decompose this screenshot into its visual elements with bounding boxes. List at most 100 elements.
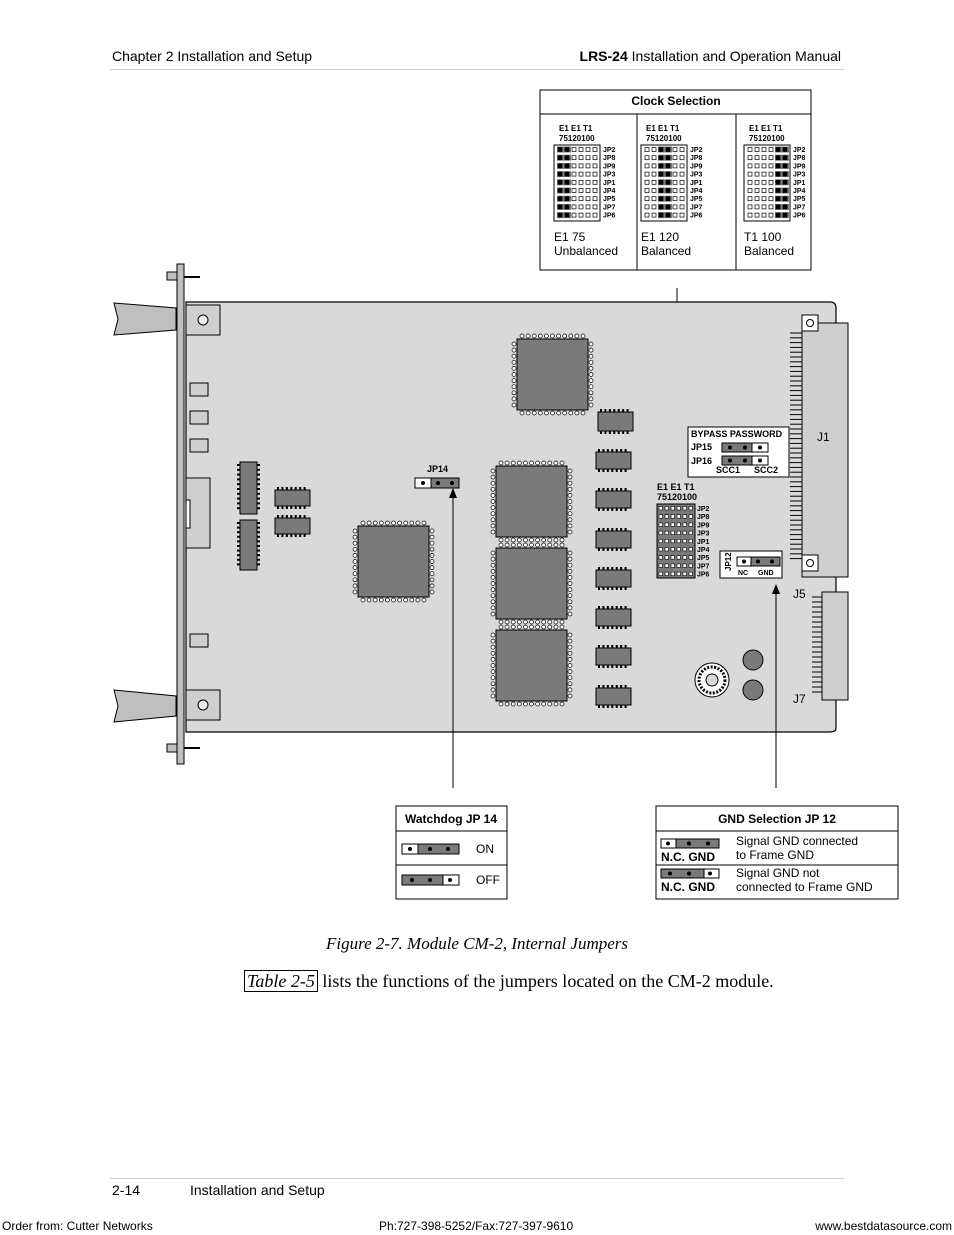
j1-label: J1 (817, 430, 830, 444)
jumper-label: JP9 (793, 163, 806, 170)
board-jumper-label: JP1 (697, 539, 710, 546)
jumper-label: JP3 (690, 172, 703, 179)
clock-panel-3: E1 E1 T175120100JP2JP8JP9JP3JP1JP4JP5JP7… (743, 124, 806, 258)
j5-label: J5 (793, 587, 806, 601)
watchdog-box: Watchdog JP 14 ON OFF (395, 805, 508, 900)
table-2-5-link[interactable]: Table 2-5 (244, 970, 318, 992)
jumper-label: JP5 (793, 196, 806, 203)
jumper-label: JP4 (603, 188, 616, 195)
clock-selection-title: Clock Selection (631, 94, 720, 108)
jumper-label: JP5 (603, 196, 616, 203)
dip-chip-2 (237, 519, 260, 571)
gnd-title: GND Selection JP 12 (718, 812, 836, 826)
jumper-label: JP7 (793, 204, 806, 211)
panel-header-top: E1 E1 T1 (749, 124, 783, 133)
gnd-row1-line1: Signal GND connected (736, 834, 858, 848)
board-block-header-top: E1 E1 T1 (657, 482, 695, 492)
clock-panel-1: E1 E1 T175120100JP2JP8JP9JP3JP1JP4JP5JP7… (553, 124, 618, 258)
plcc-chip-mid3 (490, 624, 573, 707)
jumper-label: JP4 (690, 188, 703, 195)
manual-title: LRS-24 Installation and Operation Manual (580, 48, 841, 64)
jumper-label: JP9 (690, 163, 703, 170)
jumper-label: JP1 (603, 180, 616, 187)
jumper-label: JP5 (690, 196, 703, 203)
footer-rule (110, 1178, 844, 1179)
manual-title-bold: LRS-24 (579, 48, 628, 64)
jumper-label: JP6 (603, 213, 616, 220)
page-number: 2-14 (112, 1182, 141, 1198)
jumper-label: JP8 (690, 155, 703, 162)
soic-chip (597, 409, 634, 434)
plcc-chip-top (511, 333, 594, 416)
jumper-label: JP9 (603, 163, 616, 170)
jumper-label: JP3 (793, 172, 806, 179)
footer-section: Installation and Setup (190, 1182, 325, 1198)
chapter-header: Chapter 2 Installation and Setup (112, 48, 313, 64)
watchdog-off: OFF (476, 873, 500, 887)
j1-connector (801, 322, 849, 578)
plcc-chip-left (352, 520, 435, 603)
gnd-row1-label: N.C. GND (661, 850, 715, 864)
gnd-row2-label: N.C. GND (661, 880, 715, 894)
panel-line1: T1 100 (744, 230, 782, 244)
jp14-label: JP14 (427, 464, 448, 474)
jumper-label: JP6 (793, 213, 806, 220)
jp12-label: JP12 (724, 552, 733, 571)
scc2-label: SCC2 (754, 465, 778, 475)
jumper-label: JP8 (603, 155, 616, 162)
jumper-label: JP1 (793, 180, 806, 187)
scc1-label: SCC1 (716, 465, 740, 475)
jp15-label: JP15 (691, 442, 712, 452)
cm2-board: J1 J5 J7 JP14 BYPASS PASSWORD JP15 JP16 … (113, 263, 849, 765)
soic-chip-4 (595, 606, 632, 629)
jumper-label: JP7 (603, 204, 616, 211)
soic-chip-1 (595, 488, 632, 511)
j5-j7-connector (821, 591, 849, 701)
board-jumper-label: JP2 (697, 506, 710, 513)
paragraph-text: lists the functions of the jumpers locat… (317, 971, 774, 991)
watchdog-pointer-arrow (449, 488, 457, 498)
panel-header-bottom: 75120100 (749, 134, 785, 143)
board-clock-jumper-block (656, 503, 696, 579)
website: www.bestdatasource.com (815, 1219, 952, 1233)
gnd-pointer-arrow (772, 584, 780, 594)
soic-left-2 (274, 515, 311, 537)
gnd-row2-line1: Signal GND not (736, 866, 820, 880)
bypass-label: BYPASS PASSWORD (691, 429, 783, 439)
figure-caption: Figure 2-7. Module CM-2, Internal Jumper… (325, 934, 628, 953)
gnd-selection-box: GND Selection JP 12 N.C. GND Signal GND … (655, 805, 899, 900)
plcc-chip-mid1 (490, 460, 573, 543)
cm2-jumper-diagram: Clock Selection E1 E1 T175120100JP2JP8JP… (113, 89, 899, 900)
j7-label: J7 (793, 692, 806, 706)
clock-selection-box: Clock Selection E1 E1 T175120100JP2JP8JP… (539, 89, 812, 271)
soic-chip-5 (595, 645, 632, 668)
soic-chip-2 (595, 528, 632, 551)
board-jumper-label: JP7 (697, 563, 710, 570)
front-panel (176, 263, 185, 765)
jumper-label: JP8 (793, 155, 806, 162)
jp16-label: JP16 (691, 456, 712, 466)
manual-title-rest: Installation and Operation Manual (627, 48, 841, 64)
clock-panel-2: E1 E1 T175120100JP2JP8JP9JP3JP1JP4JP5JP7… (640, 124, 703, 258)
watchdog-title: Watchdog JP 14 (405, 812, 497, 826)
panel-header-top: E1 E1 T1 (646, 124, 680, 133)
nc-label: NC (738, 570, 748, 577)
watchdog-on: ON (476, 842, 494, 856)
panel-line1: E1 120 (641, 230, 679, 244)
panel-line2: Balanced (744, 244, 794, 258)
board-block-header-bottom: 75120100 (657, 492, 697, 502)
jumper-label: JP6 (690, 213, 703, 220)
gnd-label: GND (758, 570, 774, 577)
bottom-ejector (113, 689, 177, 723)
jumper-label: JP1 (690, 180, 703, 187)
panel-header-top: E1 E1 T1 (559, 124, 593, 133)
soic-left-1 (274, 487, 311, 509)
panel-header-bottom: 75120100 (559, 134, 595, 143)
panel-header-bottom: 75120100 (646, 134, 682, 143)
jumper-label: JP4 (793, 188, 806, 195)
dip-chip-1 (237, 461, 260, 515)
phone-fax: Ph:727-398-5252/Fax:727-397-9610 (379, 1219, 574, 1233)
body-paragraph: Table 2-5 lists the functions of the jum… (244, 970, 774, 992)
board-jumper-label: JP8 (697, 514, 710, 521)
soic-chip-0 (595, 449, 632, 472)
